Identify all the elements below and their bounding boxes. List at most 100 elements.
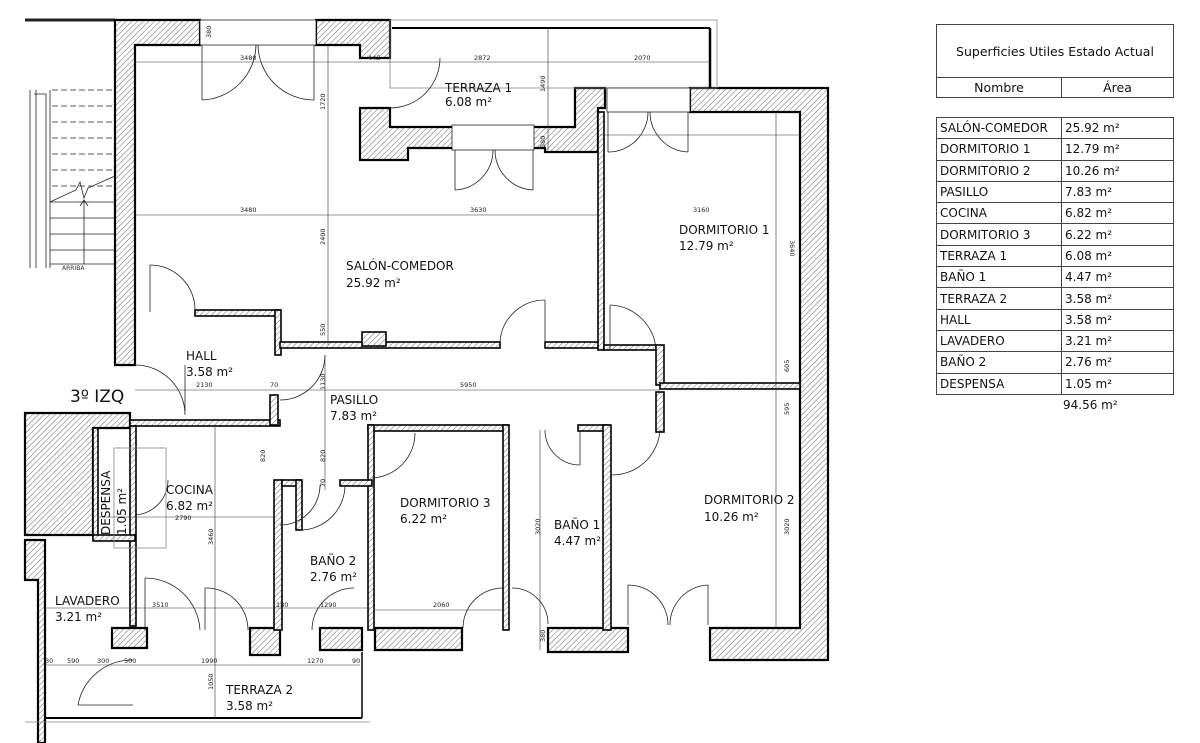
row-area: 3.58 m² xyxy=(1065,312,1113,327)
room-cocina: COCINA 6.82 m² xyxy=(166,483,214,513)
svg-text:7.83 m²: 7.83 m² xyxy=(330,409,377,423)
svg-text:3020: 3020 xyxy=(534,518,542,535)
row-area: 7.83 m² xyxy=(1065,185,1113,200)
row-area: 6.82 m² xyxy=(1065,206,1113,221)
row-area: 6.08 m² xyxy=(1065,248,1113,263)
row-area: 6.22 m² xyxy=(1065,227,1113,242)
svg-text:4.47 m²: 4.47 m² xyxy=(554,534,601,548)
svg-text:90: 90 xyxy=(352,657,360,665)
room-despensa: DESPENSA 1.05 m² xyxy=(99,470,129,535)
svg-text:1050: 1050 xyxy=(207,673,215,690)
svg-text:3630: 3630 xyxy=(470,206,487,214)
svg-text:BAÑO 1: BAÑO 1 xyxy=(554,517,600,532)
svg-text:590: 590 xyxy=(67,657,79,665)
column-header-name: Nombre xyxy=(937,78,1062,97)
staircase xyxy=(25,18,116,268)
room-terraza1: TERRAZA 1 6.08 m² xyxy=(444,81,512,109)
svg-text:3160: 3160 xyxy=(693,206,710,214)
room-terraza2: TERRAZA 2 3.58 m² xyxy=(225,683,293,713)
row-name: PASILLO xyxy=(937,181,1062,203)
svg-text:6.22 m²: 6.22 m² xyxy=(400,512,447,526)
table-header: Nombre Área xyxy=(936,77,1174,98)
svg-text:TERRAZA 2: TERRAZA 2 xyxy=(225,683,293,697)
svg-text:1490: 1490 xyxy=(539,75,547,92)
row-name: BAÑO 2 xyxy=(937,352,1062,373)
dimension-labels: 380 3480 445 2872 2070 1490 1720 380 348… xyxy=(45,26,796,690)
stair-direction-label: ARRIBA xyxy=(62,265,85,272)
row-area: 3.58 m² xyxy=(1065,291,1113,306)
row-name: LAVADERO xyxy=(937,330,1062,352)
terraza1-railing xyxy=(389,19,718,89)
room-pasillo: PASILLO 7.83 m² xyxy=(330,393,378,423)
svg-text:LAVADERO: LAVADERO xyxy=(55,594,120,608)
svg-text:300: 300 xyxy=(97,657,109,665)
row-name: DORMITORIO 3 xyxy=(937,224,1062,245)
svg-text:DORMITORIO 1: DORMITORIO 1 xyxy=(679,223,769,237)
svg-text:180: 180 xyxy=(276,601,288,609)
svg-text:380: 380 xyxy=(539,136,547,148)
svg-text:HALL: HALL xyxy=(186,349,217,363)
svg-text:TERRAZA 1: TERRAZA 1 xyxy=(444,81,512,95)
svg-text:DORMITORIO 3: DORMITORIO 3 xyxy=(400,496,490,510)
room-labels: TERRAZA 1 6.08 m² SALÓN-COMEDOR 25.92 m²… xyxy=(55,81,794,713)
room-bano-2: BAÑO 2 2.76 m² xyxy=(310,553,357,584)
svg-text:2130: 2130 xyxy=(196,381,213,389)
exterior-walls xyxy=(23,18,830,743)
svg-text:380: 380 xyxy=(205,26,213,38)
row-name: TERRAZA 1 xyxy=(937,245,1062,267)
svg-text:3.58 m²: 3.58 m² xyxy=(186,365,233,379)
row-area: 12.79 m² xyxy=(1065,142,1120,157)
row-area: 10.26 m² xyxy=(1065,163,1120,178)
svg-text:2070: 2070 xyxy=(634,54,651,62)
svg-text:3640: 3640 xyxy=(788,240,796,257)
svg-text:1130: 1130 xyxy=(319,373,327,390)
svg-text:3.21 m²: 3.21 m² xyxy=(55,610,102,624)
svg-text:25.92 m²: 25.92 m² xyxy=(346,276,401,290)
svg-text:DESPENSA: DESPENSA xyxy=(99,470,113,535)
svg-text:1720: 1720 xyxy=(319,93,327,110)
room-dormitorio-1: DORMITORIO 1 12.79 m² xyxy=(679,223,769,253)
row-name: HALL xyxy=(937,309,1062,330)
row-area: 4.47 m² xyxy=(1065,270,1113,285)
row-area: 1.05 m² xyxy=(1065,376,1113,391)
svg-text:10.26 m²: 10.26 m² xyxy=(704,510,759,524)
interior-walls xyxy=(92,111,801,631)
table-title: Superficies Utiles Estado Actual xyxy=(936,24,1174,77)
svg-text:605: 605 xyxy=(783,360,791,372)
row-name: BAÑO 1 xyxy=(937,267,1062,288)
svg-text:30: 30 xyxy=(45,657,53,665)
dimension-lines xyxy=(45,28,800,718)
row-area: 25.92 m² xyxy=(1065,121,1120,136)
svg-text:820: 820 xyxy=(319,450,327,462)
svg-text:2872: 2872 xyxy=(474,54,491,62)
svg-text:PASILLO: PASILLO xyxy=(330,393,378,407)
room-hall: HALL 3.58 m² xyxy=(186,349,233,379)
table-total-row: 94.56 m² xyxy=(936,395,1174,415)
svg-text:3460: 3460 xyxy=(207,528,215,545)
svg-text:380: 380 xyxy=(539,630,547,642)
svg-text:2.76 m²: 2.76 m² xyxy=(310,570,357,584)
svg-text:500: 500 xyxy=(124,657,136,665)
svg-text:6.08 m²: 6.08 m² xyxy=(445,95,492,109)
svg-text:2400: 2400 xyxy=(319,228,327,245)
row-name: DORMITORIO 2 xyxy=(937,160,1062,181)
svg-text:COCINA: COCINA xyxy=(166,483,214,497)
svg-text:1990: 1990 xyxy=(201,657,218,665)
room-bano-1: BAÑO 1 4.47 m² xyxy=(554,517,601,548)
row-name: DORMITORIO 1 xyxy=(937,139,1062,160)
svg-text:5950: 5950 xyxy=(460,381,477,389)
svg-text:SALÓN-COMEDOR: SALÓN-COMEDOR xyxy=(346,258,454,273)
row-name: TERRAZA 2 xyxy=(937,288,1062,309)
svg-text:12.79 m²: 12.79 m² xyxy=(679,239,734,253)
svg-text:1290: 1290 xyxy=(320,601,337,609)
